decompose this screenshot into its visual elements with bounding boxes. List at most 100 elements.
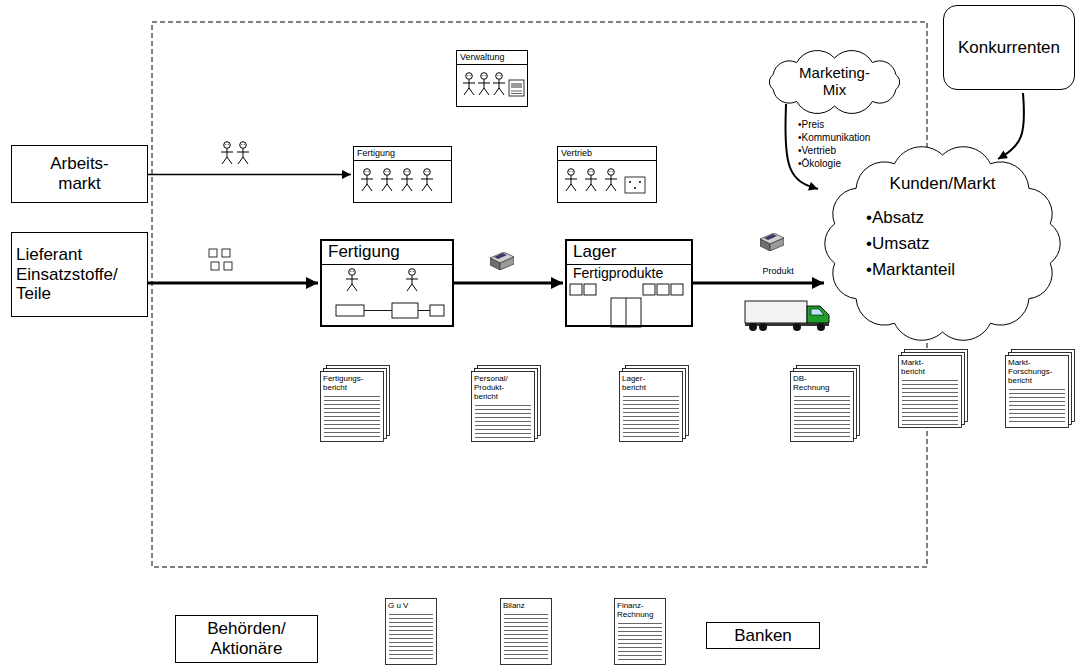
page-front	[791, 372, 854, 442]
text-line	[504, 622, 548, 623]
text-line	[504, 614, 548, 615]
text-line	[902, 380, 958, 381]
department-box: Fertigung	[353, 146, 452, 203]
text-line	[902, 420, 958, 421]
text-line	[794, 408, 850, 409]
text-line	[389, 646, 433, 647]
text-line	[902, 396, 958, 397]
text-line	[504, 650, 548, 651]
page-front	[321, 372, 384, 442]
person-icon	[406, 269, 418, 291]
bullet-item: •Preis	[798, 118, 905, 131]
text-line	[324, 420, 380, 421]
text-line	[902, 404, 958, 405]
text-line	[623, 420, 679, 421]
text-line	[618, 647, 662, 648]
cloud-outline	[769, 51, 899, 114]
text-line	[623, 436, 679, 437]
text-line	[794, 404, 850, 405]
text-line	[324, 412, 380, 413]
text-line	[618, 659, 662, 660]
text-line	[475, 433, 531, 434]
flow-arrow	[693, 282, 824, 285]
person-icon	[421, 169, 433, 191]
node-heading: Kunden/Markt	[822, 173, 1063, 195]
printer-icon	[490, 252, 514, 270]
node-heading: Verwaltung	[457, 51, 527, 65]
text-line	[623, 404, 679, 405]
text-line	[389, 618, 433, 619]
person-icon	[381, 169, 393, 191]
text-line	[902, 424, 958, 425]
bullet-item: •Marktanteil	[866, 257, 1063, 283]
text-line	[324, 416, 380, 417]
text-line	[475, 417, 531, 418]
node-heading: Behörden/ Aktionäre	[192, 619, 302, 658]
person-icon	[361, 169, 373, 191]
text-line	[618, 623, 662, 624]
text-line	[618, 631, 662, 632]
text-line	[324, 408, 380, 409]
text-line	[623, 424, 679, 425]
text-line	[623, 408, 679, 409]
text-line	[794, 412, 850, 413]
text-line	[1009, 405, 1065, 406]
text-line	[324, 404, 380, 405]
marketing-cloud: Marketing- Mix•Preis•Kommunikation•Vertr…	[764, 52, 905, 174]
text-line	[324, 432, 380, 433]
text-line	[324, 436, 380, 437]
text-line	[794, 436, 850, 437]
node-subtitle: Fertigprodukte	[567, 265, 691, 282]
report-document: Lager- bericht	[619, 371, 683, 442]
report-document: Markt- bericht	[898, 355, 962, 428]
flow-arrow	[148, 174, 351, 176]
text-line	[618, 651, 662, 652]
person-icon	[585, 169, 597, 191]
text-line	[475, 429, 531, 430]
text-line	[504, 618, 548, 619]
node-heading: Marketing- Mix	[786, 65, 884, 98]
phone-icon	[625, 177, 645, 193]
goods-icon	[570, 284, 683, 327]
supplier-box: Lieferant Einsatzstoffe/ Teile	[11, 232, 148, 317]
node-heading: Konkurrenten	[958, 38, 1060, 58]
text-line	[389, 634, 433, 635]
document-title: G u V	[385, 598, 432, 610]
text-line	[475, 413, 531, 414]
market-box: Arbeits- markt	[11, 145, 148, 203]
text-line	[1009, 409, 1065, 410]
department-box: Verwaltung	[456, 50, 528, 107]
person-icon	[237, 142, 249, 164]
text-line	[1009, 417, 1065, 418]
document-title: Markt- bericht	[898, 355, 945, 376]
node-heading: Fertigung	[354, 147, 451, 161]
text-line	[618, 643, 662, 644]
text-line	[1009, 397, 1065, 398]
text-line	[389, 630, 433, 631]
text-line	[504, 654, 548, 655]
text-line	[623, 432, 679, 433]
text-line	[623, 412, 679, 413]
report-document: Fertigungs- bericht	[320, 371, 384, 442]
report-document: DB- Rechnung	[790, 371, 854, 442]
text-line	[623, 416, 679, 417]
text-line	[504, 642, 548, 643]
text-line	[623, 400, 679, 401]
text-line	[902, 392, 958, 393]
person-icon	[346, 269, 358, 291]
bullet-item: •Kommunikation	[798, 131, 905, 144]
text-line	[618, 635, 662, 636]
text-line	[1009, 413, 1065, 414]
text-line	[794, 420, 850, 421]
process-box: Fertigung	[320, 239, 454, 327]
text-line	[504, 638, 548, 639]
text-line	[1009, 421, 1065, 422]
document-title: Bilanz	[500, 598, 547, 610]
document-title: Finanz- Rechnung	[614, 598, 657, 619]
node-heading: Vertrieb	[558, 147, 656, 161]
truck-icon	[745, 301, 829, 331]
flow-arrow	[454, 282, 563, 285]
finance-document: Bilanz	[500, 598, 552, 665]
text-line	[324, 400, 380, 401]
department-box: Vertrieb	[557, 146, 657, 203]
